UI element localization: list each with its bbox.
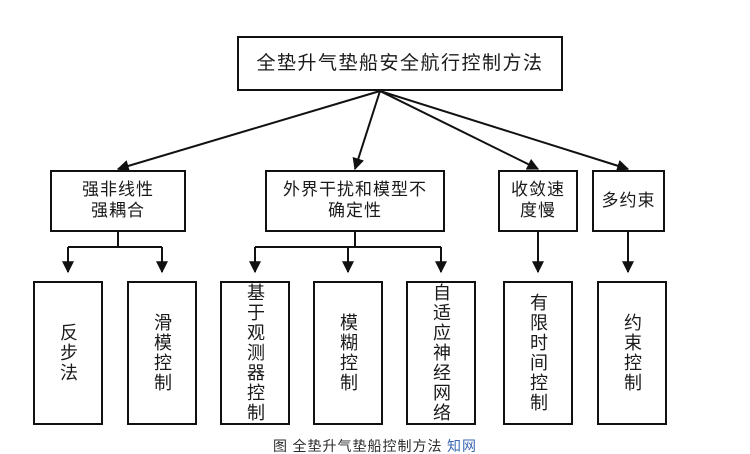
node-method-label: 自适应神经网络 — [431, 283, 451, 423]
node-method-backstepping[interactable]: 反步法 — [33, 281, 103, 425]
node-challenge-slow-convergence[interactable]: 收敛速 度慢 — [498, 170, 578, 232]
node-challenge-strong-nonlinearity[interactable]: 强非线性 强耦合 — [50, 170, 186, 232]
node-method-finite-time-control[interactable]: 有限时间控制 — [503, 281, 573, 425]
node-method-observer-based-control[interactable]: 基于观测器控制 — [220, 281, 290, 425]
node-method-fuzzy-control[interactable]: 模糊控制 — [313, 281, 383, 425]
c2-branch — [249, 232, 447, 274]
node-root-label: 全垫升气垫船安全航行控制方法 — [256, 52, 544, 74]
node-method-label: 有限时间控制 — [528, 293, 548, 413]
node-method-constrained-control[interactable]: 约束控制 — [597, 281, 667, 425]
figure-caption-link: 知网 — [447, 440, 477, 454]
node-challenge-label: 外界干扰和模型不 确定性 — [283, 180, 427, 220]
node-method-sliding-mode-control[interactable]: 滑模控制 — [127, 281, 197, 425]
arrow-root-to-c1 — [116, 90, 381, 172]
node-root-topic[interactable]: 全垫升气垫船安全航行控制方法 — [237, 36, 563, 91]
node-method-label: 基于观测器控制 — [245, 283, 265, 423]
arrow-root-to-c3 — [379, 90, 540, 170]
arrow-root-to-c2 — [352, 90, 381, 171]
node-method-adaptive-neural-network[interactable]: 自适应神经网络 — [406, 281, 476, 425]
figure-caption-text: 全垫升气垫船控制方法 — [292, 440, 443, 454]
c1-branch — [62, 232, 168, 274]
node-challenge-label: 收敛速 度慢 — [511, 180, 565, 220]
arrow-root-to-c4 — [379, 90, 630, 172]
node-challenge-multi-constraint[interactable]: 多约束 — [592, 170, 665, 232]
figure-caption-prefix: 图 — [273, 440, 288, 454]
node-challenge-disturbance-uncertainty[interactable]: 外界干扰和模型不 确定性 — [265, 170, 445, 232]
node-method-label: 反步法 — [58, 323, 78, 383]
node-method-label: 滑模控制 — [152, 313, 172, 393]
node-method-label: 模糊控制 — [338, 313, 358, 393]
node-challenge-label: 强非线性 强耦合 — [82, 180, 154, 220]
root-to-challenge-arrows — [116, 90, 630, 172]
node-method-label: 约束控制 — [622, 313, 642, 393]
node-challenge-label: 多约束 — [601, 190, 656, 210]
figure-caption: 图 全垫升气垫船控制方法 知网 — [0, 436, 750, 454]
